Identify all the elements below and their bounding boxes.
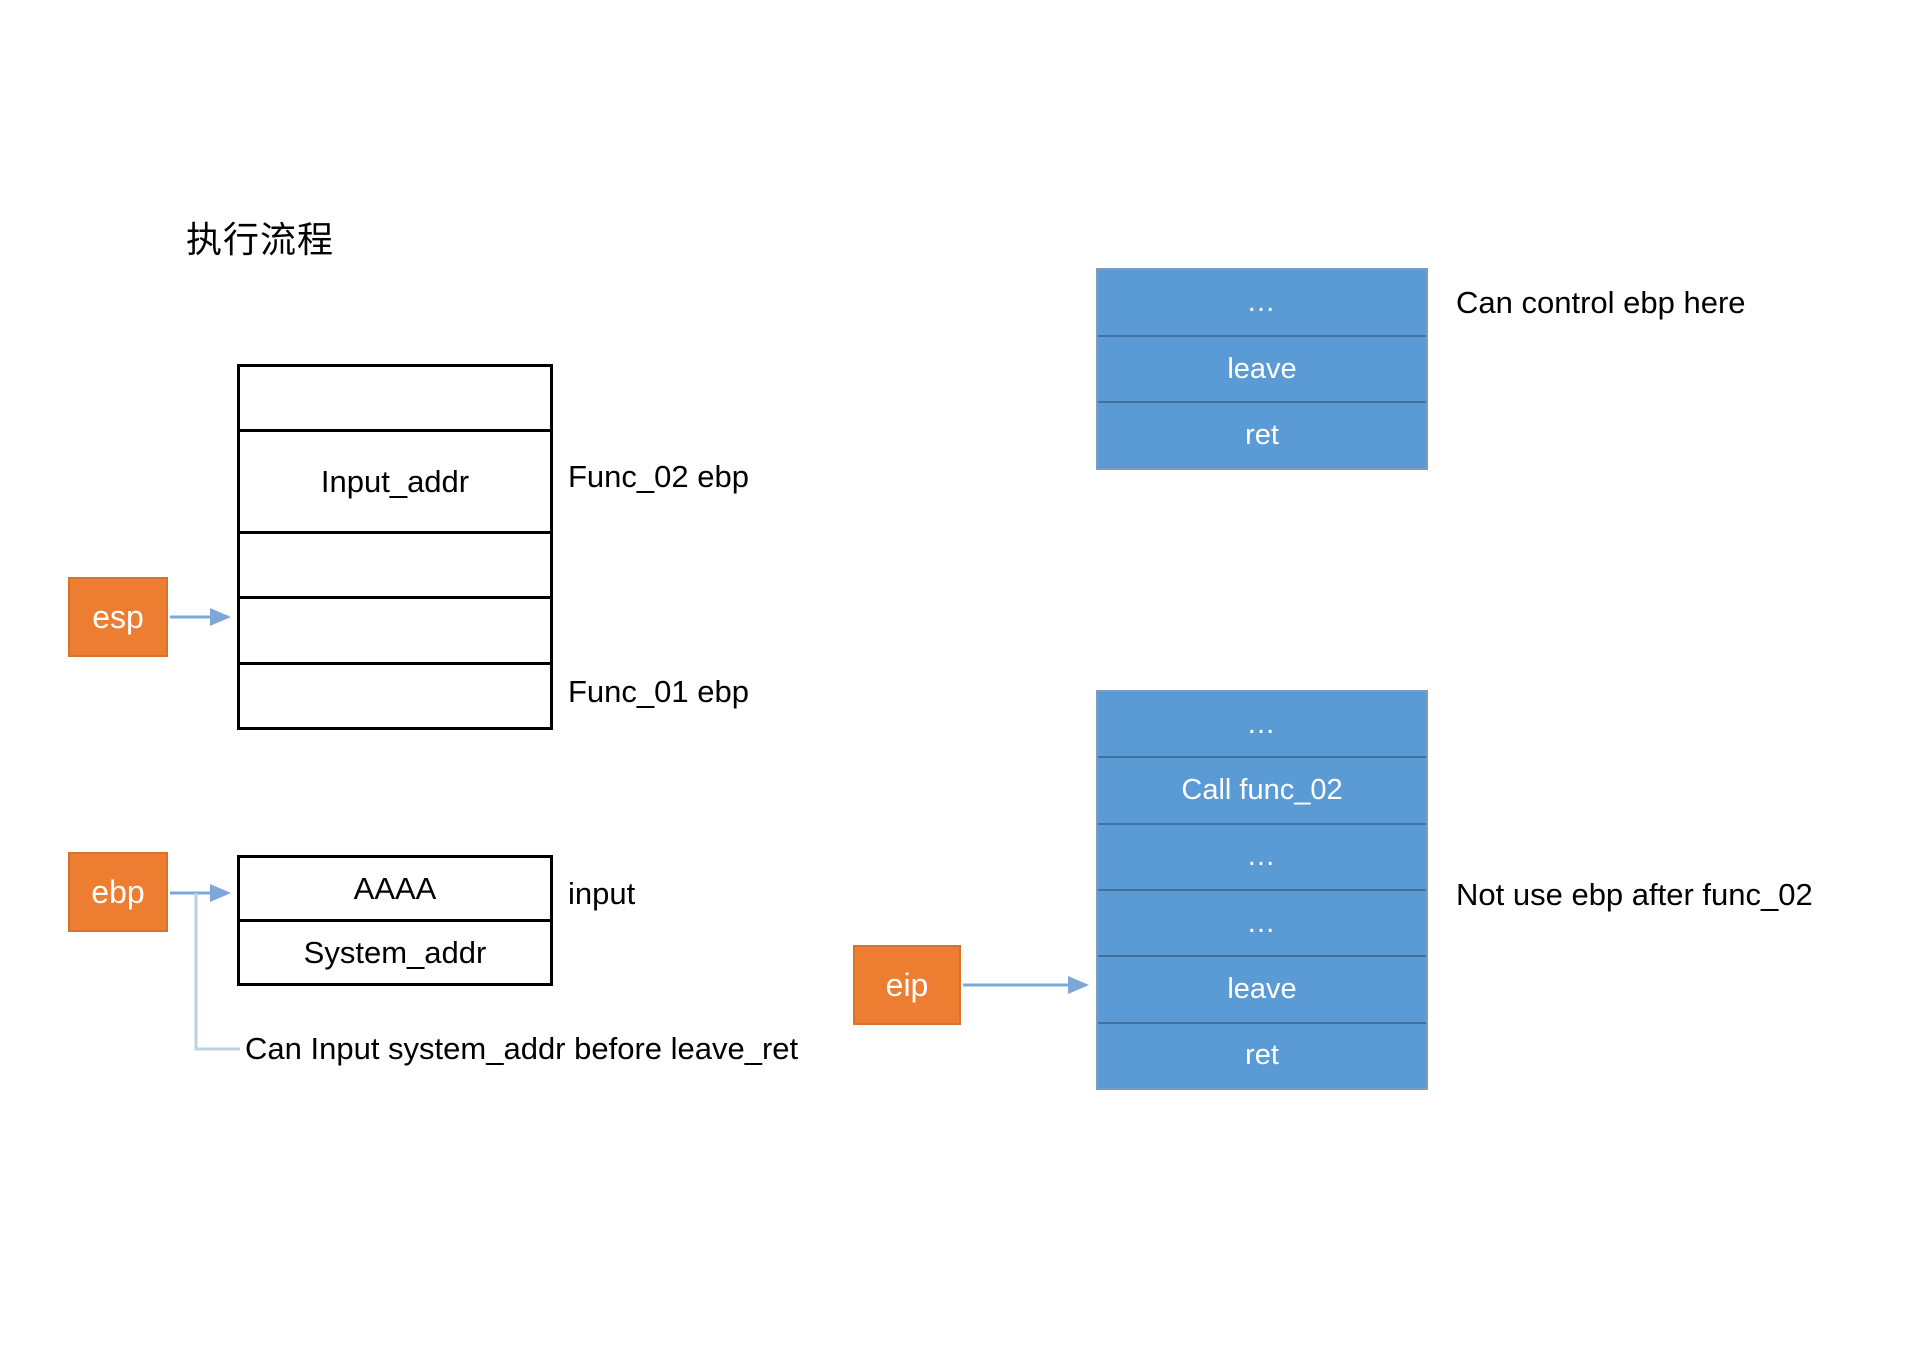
stack-cell-aaaa: AAAA — [240, 858, 550, 922]
code-line-ellipsis: … — [1098, 692, 1426, 759]
stack-cell — [240, 664, 550, 728]
register-box-esp: esp — [68, 577, 168, 657]
input-buffer-stack: AAAA System_addr — [237, 855, 553, 986]
page-title: 执行流程 — [186, 219, 335, 260]
code-line-ret: ret — [1245, 1039, 1279, 1072]
register-label-eip: eip — [885, 966, 929, 1003]
register-box-eip: eip — [853, 945, 961, 1025]
register-label-esp: esp — [92, 598, 144, 635]
label-can-control-ebp: Can control ebp here — [1456, 285, 1746, 320]
code-line-leave: leave — [1098, 337, 1426, 404]
code-block-upper: … leave ret — [1096, 268, 1428, 470]
stack-cell-input-addr: Input_addr — [240, 432, 550, 534]
stack-cell-esp-target — [240, 599, 550, 665]
label-not-use-ebp: Not use ebp after func_02 — [1456, 877, 1813, 912]
code-line-ellipsis: … — [1098, 270, 1426, 337]
register-box-ebp: ebp — [68, 852, 168, 932]
label-func-02-ebp: Func_02 ebp — [568, 459, 749, 494]
code-line-call-func02: Call func_02 — [1098, 758, 1426, 825]
stack-cell — [240, 533, 550, 600]
code-line-ret: ret — [1245, 419, 1279, 452]
function-stack-upper: Input_addr — [237, 364, 553, 730]
stack-cell-system-addr: System_addr — [240, 922, 550, 983]
code-line-leave: leave — [1098, 957, 1426, 1024]
code-line-ellipsis: … — [1098, 891, 1426, 958]
elbow-connector-can-input — [194, 893, 240, 1051]
code-block-lower: … Call func_02 … … leave ret — [1096, 690, 1428, 1090]
label-input: input — [568, 876, 636, 911]
register-label-ebp: ebp — [91, 873, 145, 910]
code-line-ellipsis: … — [1098, 825, 1426, 891]
stack-cell — [240, 367, 550, 433]
label-can-input-system-addr: Can Input system_addr before leave_ret — [245, 1031, 799, 1066]
label-func-01-ebp: Func_01 ebp — [568, 674, 749, 709]
